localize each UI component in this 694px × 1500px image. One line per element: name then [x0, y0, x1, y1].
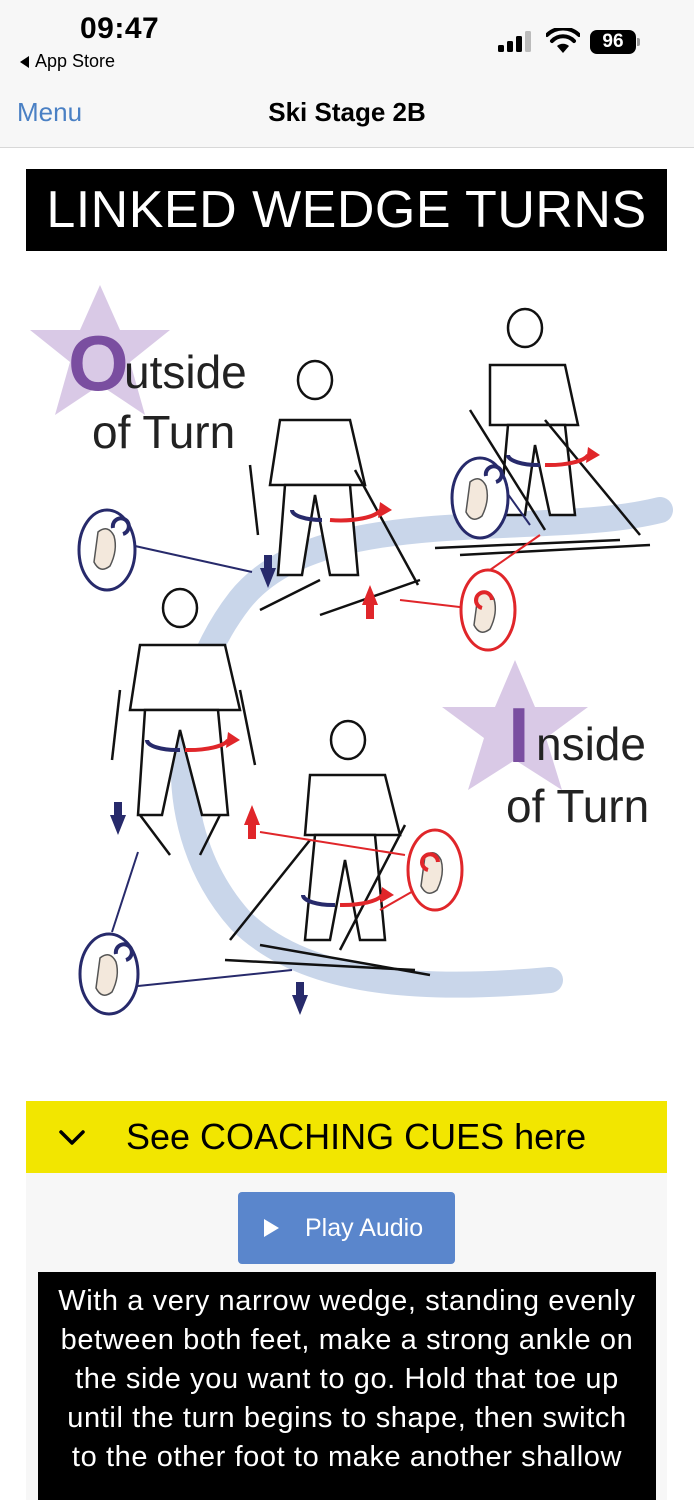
foot-callout-navy-3 — [78, 851, 293, 1016]
wedge-turns-illustration: O utside of Turn I nside of Turn — [30, 285, 673, 1016]
play-audio-button[interactable]: Play Audio — [238, 1192, 455, 1264]
inside-letter: I — [508, 691, 530, 779]
status-time: 09:47 — [80, 12, 160, 45]
foot-callout-red-2 — [259, 828, 464, 912]
skier-3 — [110, 587, 257, 856]
inside-label-line2: of Turn — [506, 780, 649, 832]
skier-3-arrow-navy — [110, 815, 126, 835]
battery-indicator: 96 — [590, 30, 640, 54]
skier-1-arrow-red — [378, 502, 392, 518]
skier-1-arrow-navy — [260, 568, 276, 588]
menu-button[interactable]: Menu — [17, 97, 83, 127]
outside-letter: O — [68, 319, 129, 407]
skier-1-arrow-red-up — [362, 585, 378, 605]
skier-3-arrow-red-up — [244, 805, 260, 825]
skier-3-rotation-navy — [144, 739, 181, 753]
battery-nub — [637, 38, 640, 46]
chevron-down-icon — [59, 1130, 85, 1145]
battery-level: 96 — [590, 30, 636, 54]
skier-4-arrow-navy — [292, 995, 308, 1015]
skier-3-rotation-red — [184, 738, 230, 753]
skier-1-rotation-navy — [290, 509, 323, 522]
coaching-cues-text: With a very narrow wedge, standing evenl… — [38, 1272, 656, 1500]
foot-callout-red-1 — [399, 534, 541, 652]
skier-4-rotation-navy — [300, 894, 336, 908]
page-title: Ski Stage 2B — [268, 97, 426, 127]
skier-4 — [224, 719, 431, 977]
skier-4-arrow-red — [380, 887, 394, 903]
play-icon — [264, 1219, 279, 1237]
skier-3-arrow-red — [226, 732, 240, 748]
skier-2-arrow-red — [586, 447, 600, 463]
foot-callout-navy-1 — [77, 508, 253, 592]
wifi-icon — [546, 28, 580, 53]
skier-4-rotation-red — [339, 893, 384, 908]
skier-2-rotation-red — [544, 453, 590, 468]
skier-2-rotation-navy — [505, 454, 541, 468]
coaching-cues-label: See COACHING CUES here — [126, 1116, 587, 1157]
outside-star-icon — [30, 285, 170, 415]
coaching-cues-toggle[interactable]: See COACHING CUES here — [26, 1101, 667, 1173]
skier-1-rotation-red — [329, 508, 382, 523]
outside-label-line1: utside — [124, 346, 247, 398]
status-bar: 09:47 App Store 96 — [0, 0, 694, 80]
back-to-app-store[interactable]: App Store — [20, 51, 115, 72]
outside-label-line2: of Turn — [92, 406, 235, 458]
foot-callout-navy-2 — [450, 456, 531, 540]
skier-2 — [434, 307, 651, 557]
navigation-bar: Ski Stage 2B Menu — [0, 80, 694, 148]
lesson-title-banner: LINKED WEDGE TURNS — [26, 169, 667, 251]
back-triangle-icon — [20, 55, 29, 68]
play-audio-label: Play Audio — [305, 1213, 424, 1242]
inside-label-line1: nside — [536, 718, 646, 770]
inside-star-icon — [442, 660, 588, 790]
back-app-label: App Store — [35, 51, 116, 71]
cellular-signal-icon — [498, 31, 531, 52]
